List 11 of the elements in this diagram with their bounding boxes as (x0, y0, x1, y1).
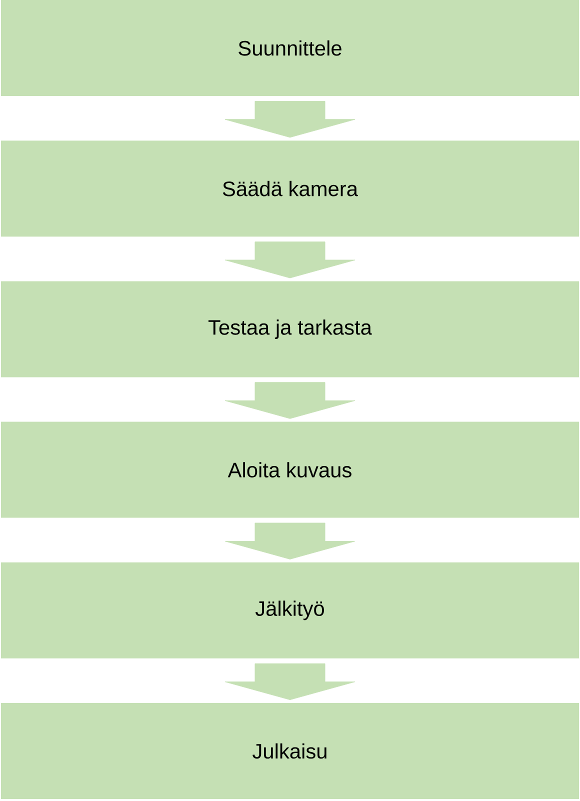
process-box: Suunnittele (1, 0, 579, 96)
block-arrow (224, 382, 356, 419)
process-box: Aloita kuvaus (1, 422, 579, 518)
process-box: Säädä kamera (1, 140, 579, 237)
process-box: Testaa ja tarkasta (1, 281, 579, 378)
process-box: Julkaisu (1, 703, 579, 799)
block-arrow (224, 663, 356, 700)
block-arrow (224, 522, 356, 560)
process-box: Jälkityö (1, 562, 579, 658)
block-arrow (224, 100, 356, 138)
block-arrow (224, 242, 356, 278)
